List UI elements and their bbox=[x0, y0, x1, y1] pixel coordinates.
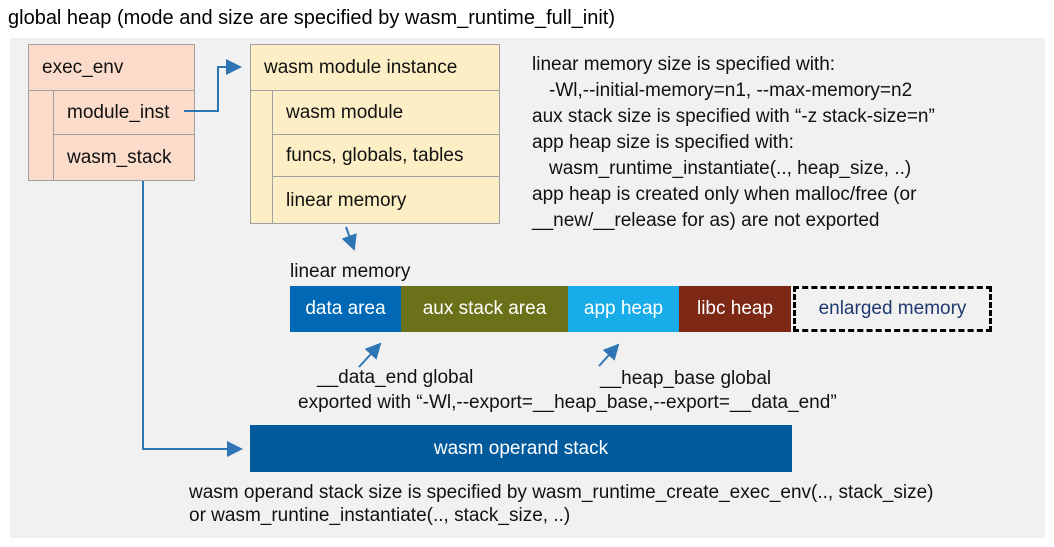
note-line: aux stack size is specified with “-z sta… bbox=[532, 106, 935, 127]
note-line: or wasm_runtine_instantiate(.., stack_si… bbox=[189, 505, 571, 526]
exec-env-title: exec_env bbox=[29, 45, 194, 91]
segment-libc-heap: libc heap bbox=[679, 286, 791, 332]
module-instance-box: wasm module instance wasm module funcs, … bbox=[250, 44, 500, 224]
data-end-global-label: __data_end global bbox=[317, 367, 474, 388]
heap-base-global-label: __heap_base global bbox=[600, 368, 772, 389]
segment-aux-stack-area: aux stack area bbox=[401, 286, 568, 332]
segment-data-area: data area bbox=[290, 286, 401, 332]
module-instance-field-funcs-globals-tables: funcs, globals, tables bbox=[273, 136, 499, 177]
export-flags-label: exported with “-Wl,--export=__heap_base,… bbox=[298, 392, 837, 413]
note-line: wasm_runtime_instantiate(.., heap_size, … bbox=[549, 158, 912, 179]
note-line: app heap size is specified with: bbox=[532, 132, 794, 153]
note-line: __new/__release for as) are not exported bbox=[532, 210, 880, 231]
module-instance-gutter bbox=[251, 91, 273, 223]
exec-env-field-module-inst: module_inst bbox=[54, 91, 194, 135]
wasm-operand-stack-bar: wasm operand stack bbox=[250, 425, 792, 472]
diagram-title: global heap (mode and size are specified… bbox=[8, 7, 615, 29]
module-instance-field-wasm-module: wasm module bbox=[273, 91, 499, 135]
exec-env-box: exec_env module_inst wasm_stack bbox=[28, 44, 195, 181]
notes-bottom: wasm operand stack size is specified by … bbox=[189, 481, 934, 527]
segment-enlarged-memory: enlarged memory bbox=[793, 286, 992, 332]
note-line: -Wl,--initial-memory=n1, --max-memory=n2 bbox=[549, 80, 913, 101]
note-line: linear memory size is specified with: bbox=[532, 54, 836, 75]
note-line: app heap is created only when malloc/fre… bbox=[532, 184, 917, 205]
notes-right: linear memory size is specified with: -W… bbox=[532, 52, 935, 234]
linear-memory-label: linear memory bbox=[290, 261, 411, 282]
module-instance-field-linear-memory: linear memory bbox=[286, 189, 407, 211]
note-line: wasm operand stack size is specified by … bbox=[189, 482, 934, 503]
module-instance-title: wasm module instance bbox=[251, 45, 499, 91]
linear-memory-bar: data area aux stack area app heap libc h… bbox=[290, 286, 992, 332]
exec-env-gutter bbox=[29, 91, 54, 180]
segment-app-heap: app heap bbox=[568, 286, 679, 332]
exec-env-field-wasm-stack: wasm_stack bbox=[67, 147, 172, 168]
